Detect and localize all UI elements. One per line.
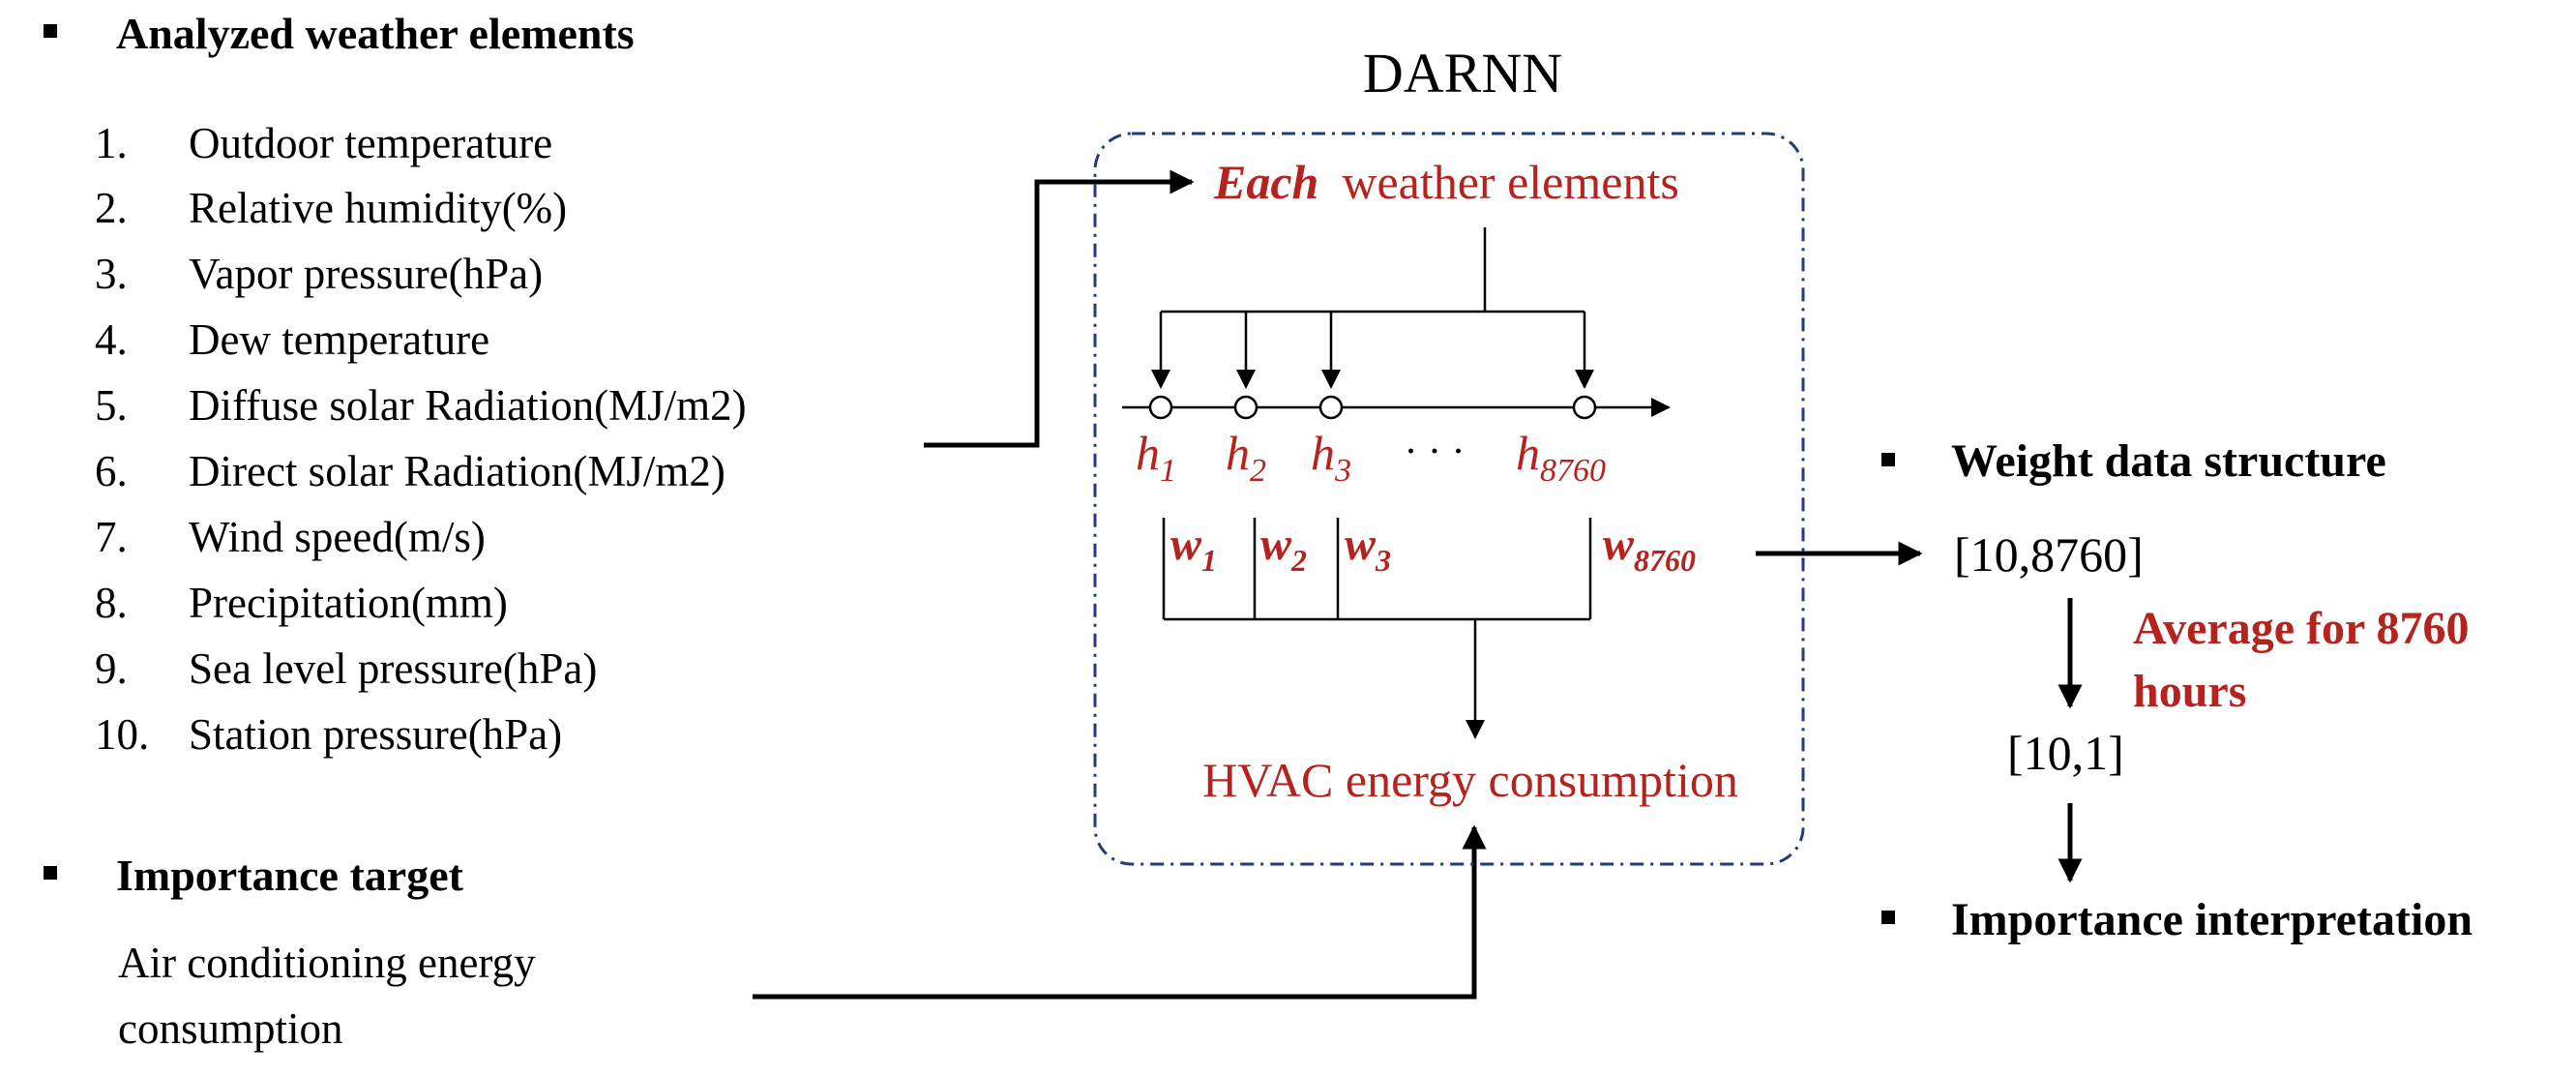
shape-full: [10,8760] <box>1954 527 2144 582</box>
shape-avg: [10,1] <box>2007 726 2124 780</box>
weather-item-3-num: 3. <box>95 250 128 298</box>
weather-item-7-label: Wind speed(m/s) <box>189 513 486 561</box>
model-title: DARNN <box>1363 42 1562 105</box>
target-line-2: consumption <box>118 1004 343 1053</box>
bullet-structure <box>1881 453 1895 466</box>
weight-label-3: w3 <box>1345 519 1391 578</box>
weather-item-6-label: Direct solar Radiation(MJ/m2) <box>189 447 725 495</box>
hidden-node-3 <box>1318 395 1344 420</box>
weather-item-4-num: 4. <box>95 315 128 364</box>
weather-item-4-label: Dew temperature <box>189 315 489 364</box>
hidden-label-2: h2 <box>1226 426 1266 489</box>
weather-to-model-arrow <box>924 169 1195 448</box>
target-line-1: Air conditioning energy <box>118 939 536 987</box>
weather-item-10-label: Station pressure(hPa) <box>189 710 562 759</box>
weight-label-2: w2 <box>1260 519 1307 578</box>
weather-item-10-num: 10. <box>95 710 149 759</box>
weather-item-8-num: 8. <box>95 579 128 627</box>
input-emph: Each <box>1213 155 1318 209</box>
weather-item-2-label: Relative humidity(%) <box>189 184 567 232</box>
weather-item-9-label: Sea level pressure(hPa) <box>189 644 597 693</box>
structure-heading: Weight data structure <box>1951 435 2386 487</box>
weather-item-6-num: 6. <box>95 447 128 495</box>
weight-bracket <box>1162 518 1592 739</box>
weather-heading: Analyzed weather elements <box>116 9 635 58</box>
input-rest: weather elements <box>1342 155 1678 209</box>
darnn-box <box>1093 132 1805 866</box>
weather-item-1-num: 1. <box>95 119 128 167</box>
hidden-label-1: h1 <box>1136 426 1176 489</box>
average-line-2: hours <box>2133 666 2246 717</box>
weather-item-7-num: 7. <box>95 513 128 561</box>
input-label: Each weather elements <box>1213 155 1679 209</box>
output-label: HVAC energy consumption <box>1202 753 1738 807</box>
weather-item-1-label: Outdoor temperature <box>189 119 552 167</box>
attention-input-lines <box>1151 227 1594 389</box>
weather-item-2-num: 2. <box>95 184 128 232</box>
weather-list: 1. Outdoor temperature 2. Relative humid… <box>95 119 747 759</box>
hidden-node-8760 <box>1572 395 1597 420</box>
hidden-node-2 <box>1233 395 1258 420</box>
target-heading: Importance target <box>116 851 464 900</box>
bullet-weather <box>44 24 57 38</box>
weather-item-3-label: Vapor pressure(hPa) <box>189 250 543 298</box>
hidden-node-1 <box>1148 395 1173 420</box>
weather-item-5-num: 5. <box>95 381 128 430</box>
result-heading: Importance interpretation <box>1951 894 2472 945</box>
target-to-model-arrow <box>753 824 1487 1000</box>
bullet-result <box>1881 911 1895 924</box>
hidden-ellipsis: · · · <box>1405 430 1466 474</box>
weight-label-8760: w8760 <box>1603 519 1696 578</box>
weather-item-5-label: Diffuse solar Radiation(MJ/m2) <box>189 381 747 430</box>
bullet-target <box>44 866 57 880</box>
hidden-label-8760: h8760 <box>1516 426 1606 489</box>
average-line-1: Average for 8760 <box>2133 603 2469 654</box>
weight-label-1: w1 <box>1170 519 1217 578</box>
hidden-label-3: h3 <box>1311 426 1351 489</box>
weather-item-8-label: Precipitation(mm) <box>189 579 508 627</box>
weather-item-9-num: 9. <box>95 644 128 693</box>
